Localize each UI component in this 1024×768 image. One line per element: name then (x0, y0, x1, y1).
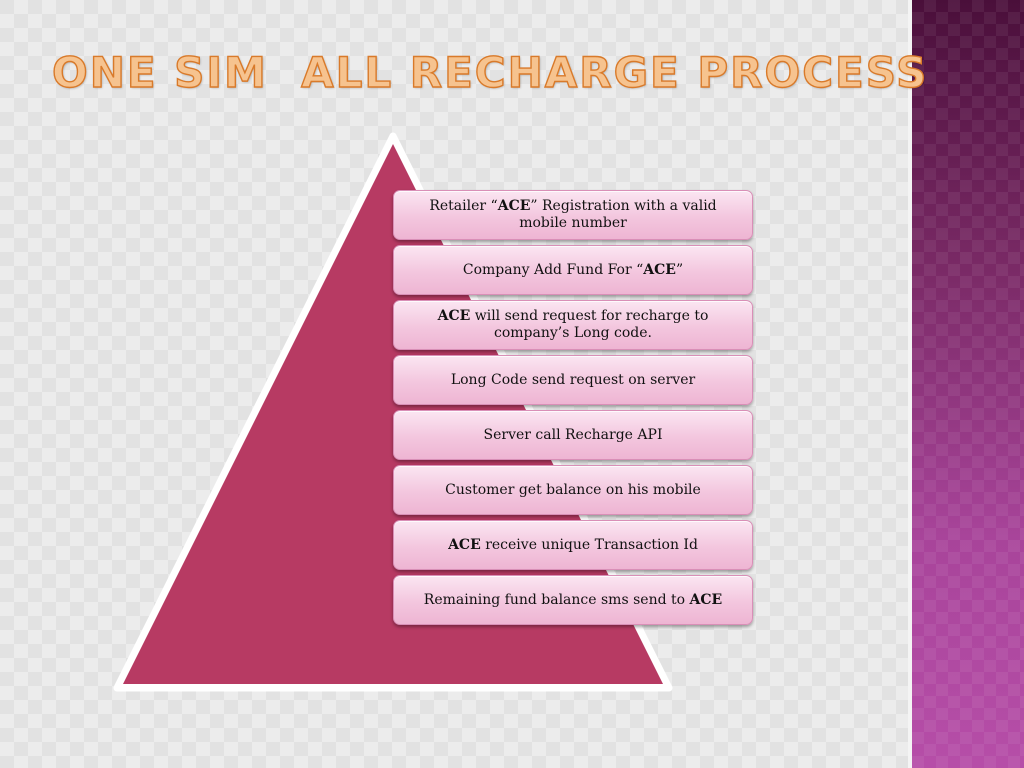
step-text-8: Remaining fund balance sms send to ACE (423, 591, 723, 608)
step-text-1: Retailer “ACE” Registration with a valid… (429, 198, 717, 231)
step-text-3: ACE will send request for recharge to co… (437, 308, 709, 341)
step-text-6: Customer get balance on his mobile (445, 481, 701, 498)
process-step-1: Retailer “ACE” Registration with a valid… (393, 190, 753, 240)
step-text-2: Company Add Fund For “ACE” (462, 261, 684, 278)
process-step-2: Company Add Fund For “ACE” (393, 245, 753, 295)
process-step-5: Server call Recharge API (393, 410, 753, 460)
process-step-7: ACE receive unique Transaction Id (393, 520, 753, 570)
slide-title: ONE SIM ALL RECHARGE PROCESS (51, 47, 929, 97)
decorative-side-panel (912, 0, 1024, 768)
step-text-7: ACE receive unique Transaction Id (448, 536, 698, 553)
process-steps-list: Retailer “ACE” Registration with a valid… (393, 190, 753, 630)
process-step-3: ACE will send request for recharge to co… (393, 300, 753, 350)
process-step-6: Customer get balance on his mobile (393, 465, 753, 515)
process-step-4: Long Code send request on server (393, 355, 753, 405)
step-text-5: Server call Recharge API (483, 426, 663, 443)
step-text-4: Long Code send request on server (450, 371, 696, 388)
process-step-8: Remaining fund balance sms send to ACE (393, 575, 753, 625)
side-panel-edge (908, 0, 912, 768)
